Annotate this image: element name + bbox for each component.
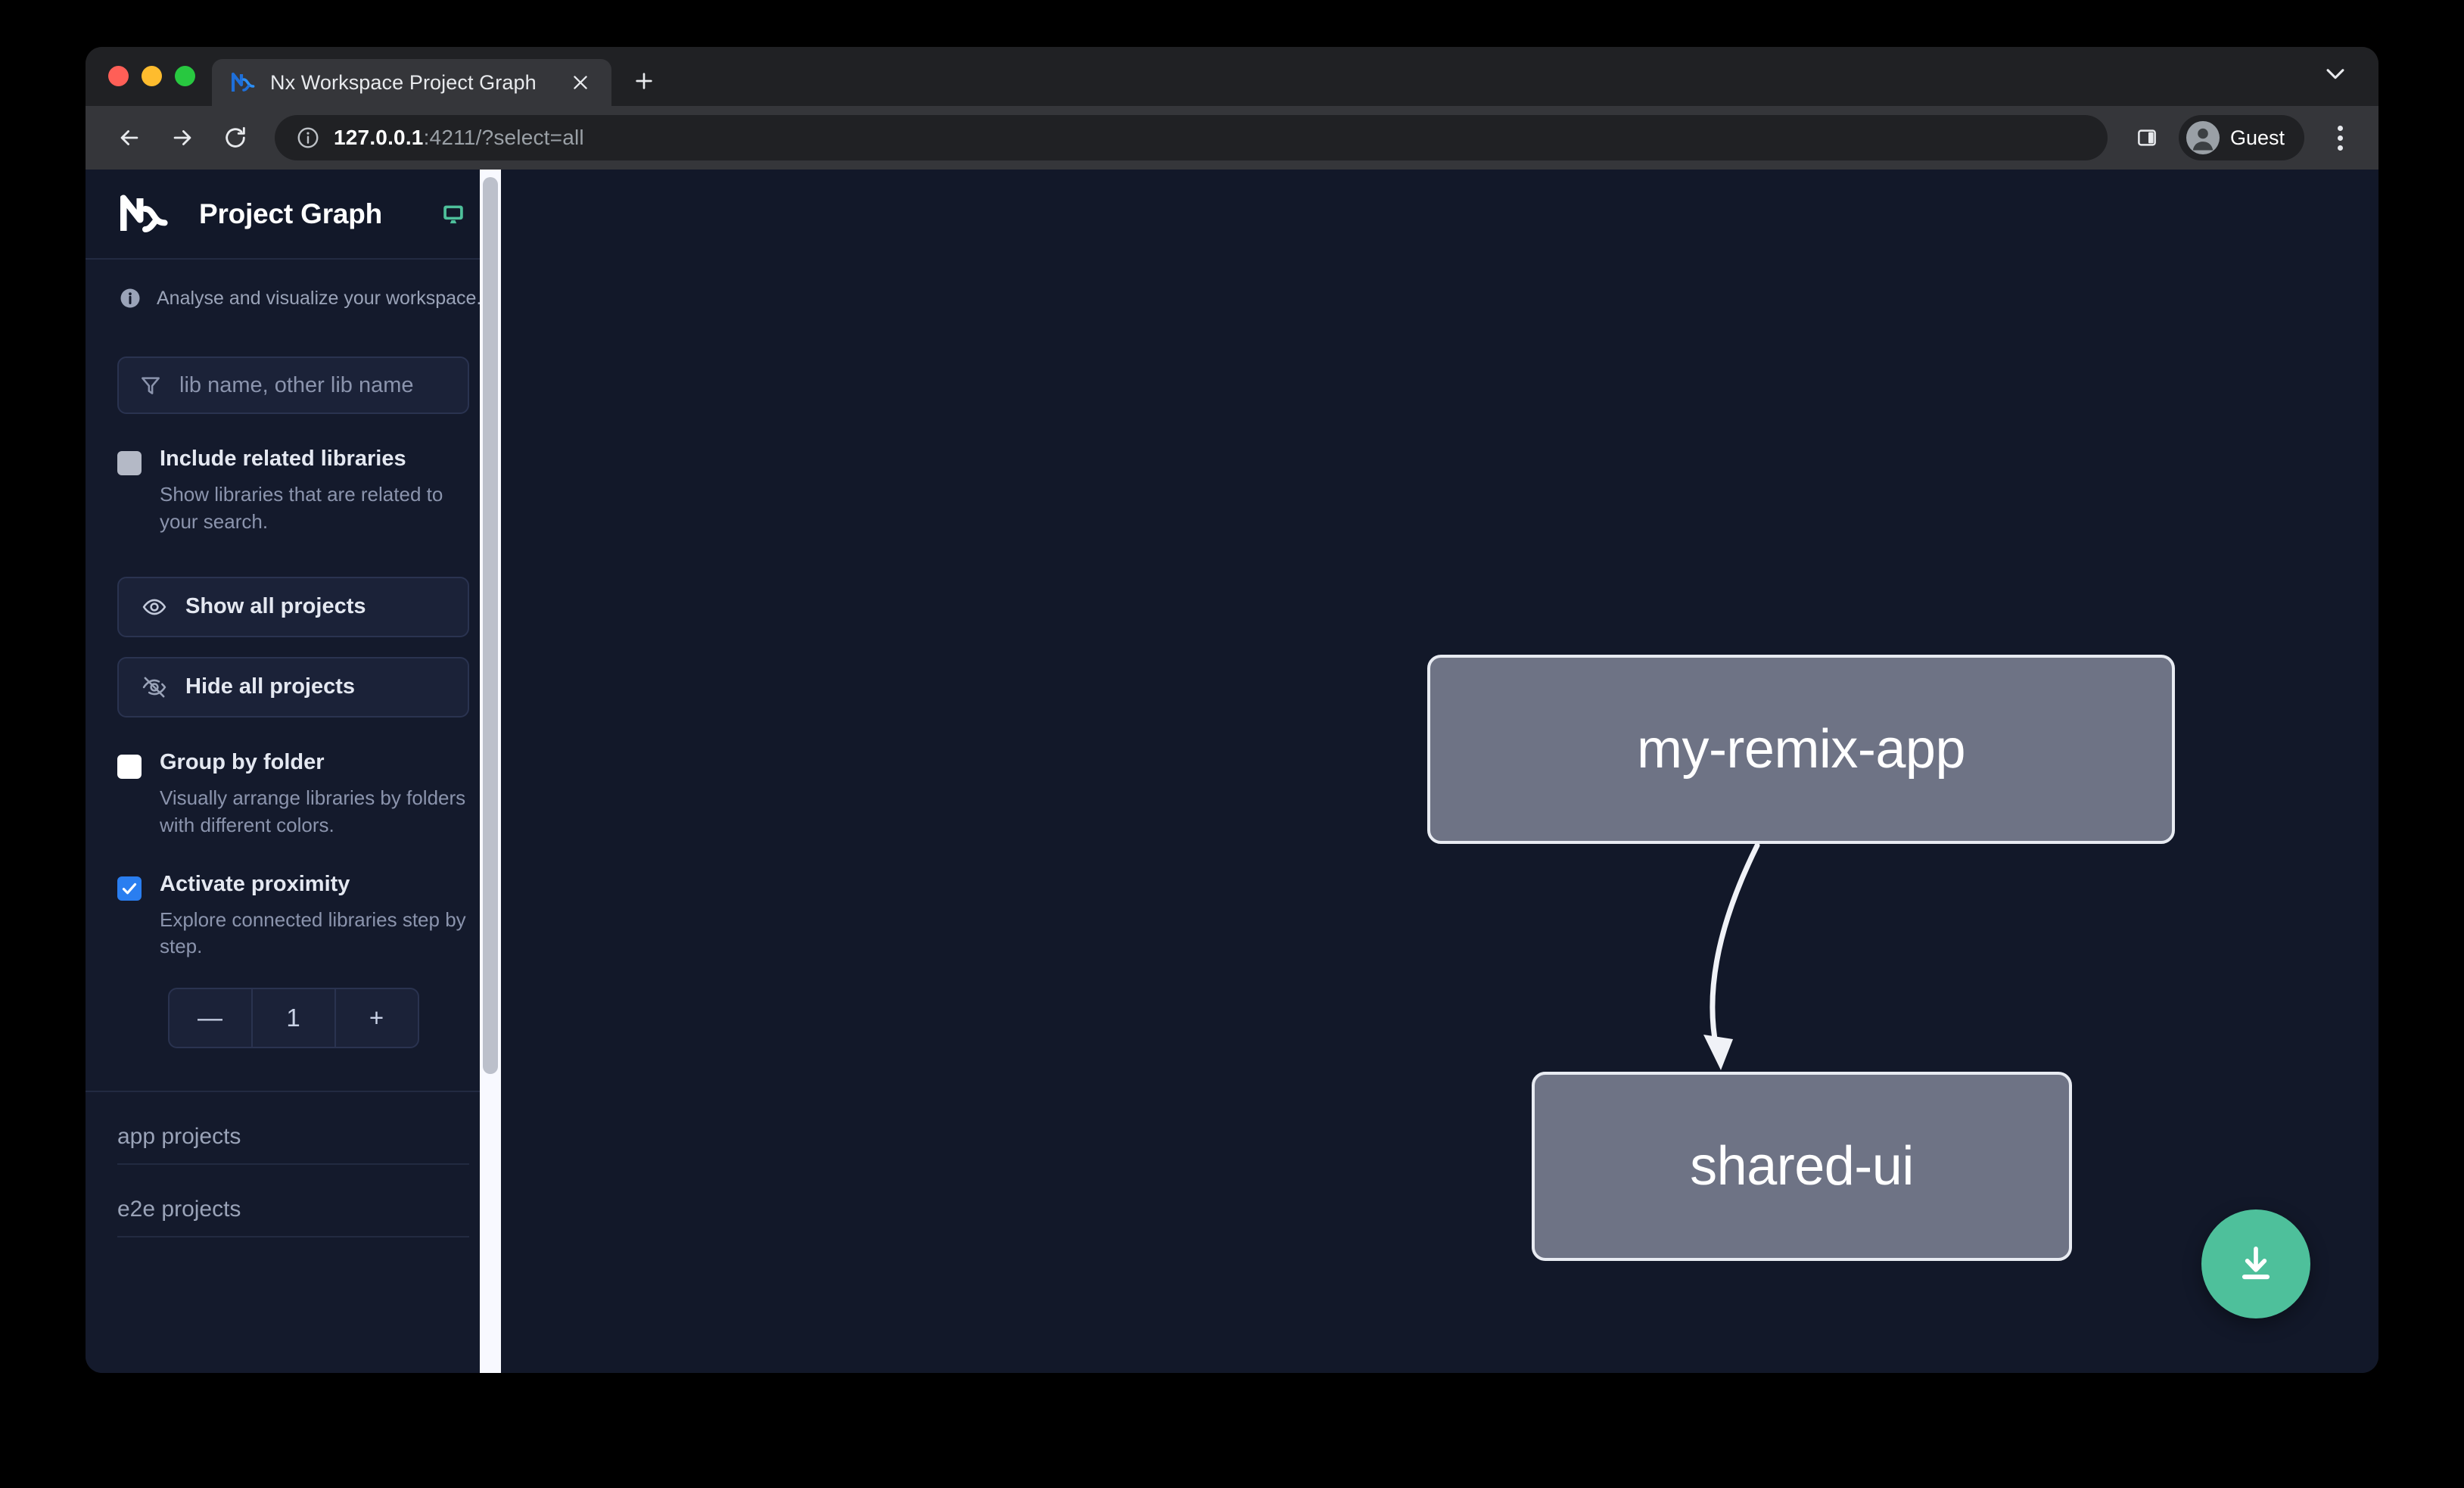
option-row[interactable]: Group by folder — [117, 749, 469, 779]
option-description: Explore connected libraries step by step… — [160, 907, 466, 958]
activate-proximity-checkbox[interactable] — [117, 876, 142, 901]
reload-icon[interactable] — [211, 114, 260, 162]
download-icon — [2232, 1241, 2279, 1287]
minimize-window-button[interactable] — [142, 66, 162, 86]
info-circle-icon[interactable] — [296, 126, 320, 150]
graph-node-label: shared-ui — [1690, 1136, 1914, 1197]
sidebar-scrollbar[interactable] — [480, 170, 501, 1373]
side-panel-icon[interactable] — [2126, 117, 2168, 159]
forward-arrow-icon[interactable] — [158, 114, 207, 162]
project-graph-canvas[interactable]: my-remix-app shared-ui — [501, 170, 2378, 1373]
app-projects-section: app projects — [86, 1092, 501, 1166]
stepper-decrement-button[interactable]: — — [198, 1004, 222, 1032]
sidebar-divider — [86, 1091, 501, 1093]
close-icon[interactable] — [563, 65, 598, 100]
window-traffic-lights — [86, 66, 212, 106]
address-bar-host: 127.0.0.1 — [334, 126, 424, 149]
eye-off-icon — [142, 674, 167, 700]
spacer — [86, 637, 501, 657]
eye-icon — [142, 594, 167, 620]
sidebar: Project Graph — [86, 170, 501, 1373]
graph-edge-arrowhead — [1703, 1035, 1733, 1070]
search-input-placeholder: lib name, other lib name — [179, 372, 414, 397]
option-row[interactable]: Include related libraries — [117, 447, 469, 475]
graph-edge-my-remix-app-to-shared-ui — [1710, 842, 1760, 1051]
option-include-related-libraries[interactable]: Include related libraries Show libraries… — [86, 447, 501, 536]
e2e-projects-title[interactable]: e2e projects — [117, 1165, 469, 1238]
address-bar-url: 127.0.0.1:4211/?select=all — [334, 126, 584, 150]
app-projects-title[interactable]: app projects — [117, 1092, 469, 1166]
sidebar-info-row: Analyse and visualize your workspace. — [86, 260, 501, 310]
sidebar-info-text: Analyse and visualize your workspace. — [157, 287, 482, 309]
stepper-value: 1 — [250, 989, 334, 1048]
e2e-projects-section: e2e projects — [86, 1165, 501, 1238]
browser-tab-title: Nx Workspace Project Graph — [270, 70, 537, 94]
sidebar-scrollbar-thumb[interactable] — [483, 177, 498, 1074]
stepper-increment-button[interactable]: + — [334, 989, 418, 1048]
sidebar-body: Analyse and visualize your workspace. li… — [86, 260, 501, 1373]
hide-all-projects-button[interactable]: Hide all projects — [117, 656, 469, 718]
graph-node-label: my-remix-app — [1636, 719, 1966, 780]
address-bar[interactable]: 127.0.0.1:4211/?select=all — [275, 115, 2108, 160]
option-activate-proximity[interactable]: Activate proximity Explore connected lib… — [86, 871, 501, 961]
option-label: Group by folder — [160, 749, 325, 774]
sidebar-header: Project Graph — [86, 170, 501, 260]
nx-logo-icon — [120, 195, 175, 234]
proximity-stepper[interactable]: — 1 + — [167, 988, 419, 1049]
three-dot-menu-icon[interactable] — [2318, 116, 2362, 160]
group-by-folder-checkbox[interactable] — [117, 754, 142, 779]
maximize-window-button[interactable] — [175, 66, 195, 86]
filter-funnel-icon — [138, 373, 163, 397]
graph-node-my-remix-app[interactable]: my-remix-app — [1427, 655, 2175, 844]
person-avatar-icon — [2186, 121, 2220, 154]
show-all-projects-label: Show all projects — [185, 594, 366, 619]
page-content: Project Graph — [86, 170, 2378, 1373]
graph-node-shared-ui[interactable]: shared-ui — [1532, 1072, 2072, 1261]
spacer — [86, 536, 501, 577]
close-window-button[interactable] — [108, 66, 129, 86]
nx-favicon-icon — [231, 72, 257, 93]
profile-button[interactable]: Guest — [2178, 115, 2304, 160]
download-graph-button[interactable] — [2201, 1209, 2310, 1318]
browser-tab-strip: Nx Workspace Project Graph — [86, 47, 2378, 106]
new-tab-button[interactable] — [622, 59, 666, 103]
option-group-by-folder[interactable]: Group by folder Visually arrange librari… — [86, 749, 501, 839]
chevron-down-icon[interactable] — [2322, 61, 2348, 86]
show-all-projects-button[interactable]: Show all projects — [117, 576, 469, 637]
option-description: Visually arrange libraries by folders wi… — [160, 786, 466, 836]
option-label: Activate proximity — [160, 871, 350, 896]
profile-name: Guest — [2229, 126, 2285, 149]
include-related-libraries-checkbox[interactable] — [117, 451, 142, 475]
option-row[interactable]: Activate proximity — [117, 871, 469, 901]
hide-all-projects-label: Hide all projects — [185, 674, 356, 699]
monitor-icon[interactable] — [440, 201, 466, 227]
address-bar-path: :4211/?select=all — [423, 126, 584, 149]
browser-window: Nx Workspace Project Graph — [86, 47, 2378, 1373]
info-circle-icon — [119, 287, 142, 310]
search-input[interactable]: lib name, other lib name — [117, 356, 469, 414]
browser-toolbar: 127.0.0.1:4211/?select=all Guest — [86, 106, 2378, 170]
back-arrow-icon[interactable] — [105, 114, 154, 162]
option-label: Include related libraries — [160, 447, 406, 471]
page-title: Project Graph — [199, 198, 383, 229]
option-description: Show libraries that are related to your … — [160, 483, 443, 533]
browser-tab[interactable]: Nx Workspace Project Graph — [212, 59, 611, 106]
